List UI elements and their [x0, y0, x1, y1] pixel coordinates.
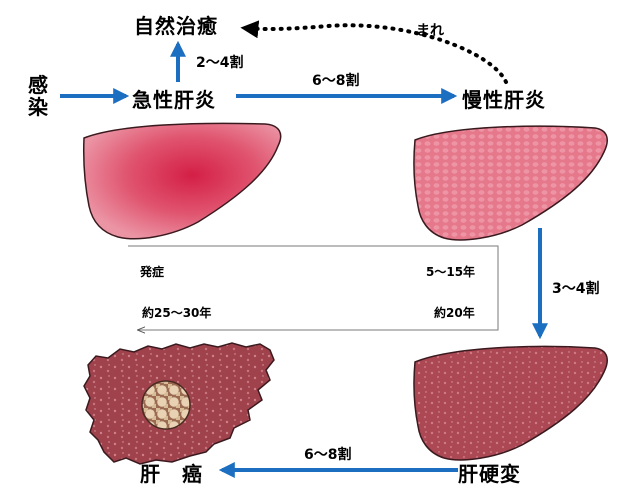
rate-to-recovery: 2～4割: [196, 52, 243, 72]
timeline-total-span: 約25～30年: [142, 304, 211, 321]
stage-chronic-hepatitis: 慢性肝炎: [462, 84, 546, 113]
stage-acute-hepatitis: 急性肝炎: [132, 84, 216, 113]
tumor-nodule: [142, 381, 190, 429]
stage-cirrhosis: 肝硬変: [458, 458, 521, 487]
rate-to-cancer: 6～8割: [304, 444, 351, 464]
arrow-chronic-to-recovery-rare: [244, 25, 506, 82]
timeline-onset: 発症: [140, 263, 164, 280]
acute-hepatitis-liver: [84, 123, 281, 238]
stage-infection-char-2: 染: [26, 96, 50, 118]
rate-to-cirrhosis: 3～4割: [552, 278, 599, 298]
stage-infection-char-1: 感: [26, 74, 50, 96]
timeline-chronic-span: 5～15年: [426, 263, 475, 280]
stage-liver-cancer: 肝 癌: [140, 458, 203, 487]
stage-spontaneous-recovery: 自然治癒: [134, 10, 218, 39]
rate-to-chronic: 6～8割: [312, 70, 359, 90]
chronic-hepatitis-liver: [414, 126, 607, 240]
stage-infection: 感 染: [26, 74, 50, 118]
timeline-cirrhosis-span: 約20年: [434, 304, 475, 321]
rate-rare: まれ: [416, 20, 444, 40]
cirrhosis-liver: [414, 346, 607, 460]
